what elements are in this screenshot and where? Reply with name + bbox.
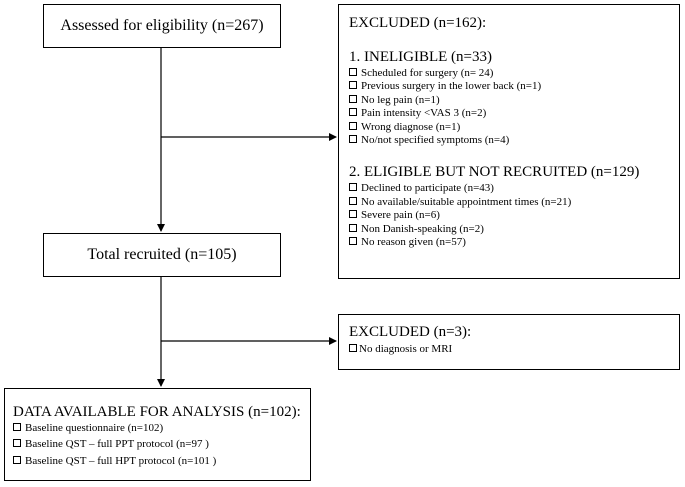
list-item: No available/suitable appointment times … [349, 196, 679, 209]
list-item: Severe pain (n=6) [349, 209, 679, 222]
excluded-first-title: EXCLUDED (n=162): [349, 15, 487, 31]
list-item: No/not specified symptoms (n=4) [349, 134, 679, 147]
checkbox-icon [349, 344, 357, 352]
checkbox-icon [13, 439, 21, 448]
ineligible-item-text: Previous surgery in the lower back (n=1) [361, 80, 542, 93]
checkbox-icon [13, 455, 21, 464]
checkbox-icon [349, 183, 357, 192]
checkbox-icon [13, 423, 21, 431]
checkbox-icon [349, 135, 357, 144]
checkbox-icon [349, 223, 357, 232]
excluded-second-list: No diagnosis or MRI [349, 343, 679, 356]
list-item: No leg pain (n=1) [349, 94, 679, 107]
checkbox-icon [349, 121, 357, 130]
recruited-box: Total recruited (n=105) [43, 233, 281, 277]
ineligible-item-text: Scheduled for surgery (n= 24) [361, 67, 494, 79]
ineligible-item-text: No/not specified symptoms (n=4) [361, 134, 510, 147]
ineligible-item-text: Wrong diagnose (n=1) [361, 120, 461, 133]
list-item: Declined to participate (n=43) [349, 182, 679, 195]
list-item: Pain intensity <VAS 3 (n=2) [349, 107, 679, 120]
checkbox-icon [349, 196, 357, 205]
ineligible-item-text: Pain intensity <VAS 3 (n=2) [361, 107, 487, 120]
excluded-first-box: EXCLUDED (n=162): 1. INELIGIBLE (n=33) S… [338, 4, 680, 279]
list-item: No reason given (n=57) [349, 236, 679, 249]
list-item: Baseline questionnaire (n=102) [13, 422, 310, 435]
analysis-title: DATA AVAILABLE FOR ANALYSIS (n=102): [13, 404, 301, 420]
list-item: Previous surgery in the lower back (n=1) [349, 80, 679, 93]
not-recruited-list: Declined to participate (n=43) No availa… [349, 182, 679, 249]
not-recruited-heading: 2. ELIGIBLE BUT NOT RECRUITED (n=129) [349, 164, 640, 181]
not-recruited-item-text: Declined to participate (n=43) [361, 182, 494, 195]
recruited-label: Total recruited (n=105) [87, 246, 237, 263]
checkbox-icon [349, 108, 357, 117]
assessed-box: Assessed for eligibility (n=267) [43, 4, 281, 48]
list-item: Baseline QST – full PPT protocol (n=97 ) [13, 438, 310, 451]
assessed-label: Assessed for eligibility (n=267) [60, 17, 264, 34]
not-recruited-item-text: No reason given (n=57) [361, 236, 466, 249]
checkbox-icon [349, 68, 357, 76]
analysis-item-text: Baseline questionnaire (n=102) [25, 422, 164, 434]
excluded-second-item-text: No diagnosis or MRI [359, 343, 453, 355]
list-item: Baseline QST – full HPT protocol (n=101 … [13, 455, 310, 468]
list-item: Wrong diagnose (n=1) [349, 121, 679, 134]
checkbox-icon [349, 94, 357, 103]
ineligible-item-text: No leg pain (n=1) [361, 93, 440, 106]
list-item: No diagnosis or MRI [349, 343, 679, 356]
analysis-list: Baseline questionnaire (n=102) Baseline … [13, 422, 310, 468]
not-recruited-item-text: Non Danish-speaking (n=2) [361, 222, 484, 235]
ineligible-heading: 1. INELIGIBLE (n=33) [349, 49, 493, 65]
ineligible-list: Scheduled for surgery (n= 24) Previous s… [349, 67, 679, 147]
excluded-second-box: EXCLUDED (n=3): No diagnosis or MRI [338, 314, 680, 370]
excluded-second-title: EXCLUDED (n=3): [349, 324, 472, 340]
list-item: Scheduled for surgery (n= 24) [349, 67, 679, 80]
analysis-item-text: Baseline QST – full HPT protocol (n=101 … [25, 454, 217, 467]
list-item: Non Danish-speaking (n=2) [349, 223, 679, 236]
not-recruited-item-text: No available/suitable appointment times … [361, 195, 572, 208]
not-recruited-item-text: Severe pain (n=6) [361, 209, 440, 222]
checkbox-icon [349, 81, 357, 90]
checkbox-icon [349, 237, 357, 246]
analysis-box: DATA AVAILABLE FOR ANALYSIS (n=102): Bas… [4, 388, 311, 481]
analysis-item-text: Baseline QST – full PPT protocol (n=97 ) [25, 438, 209, 451]
checkbox-icon [349, 210, 357, 219]
